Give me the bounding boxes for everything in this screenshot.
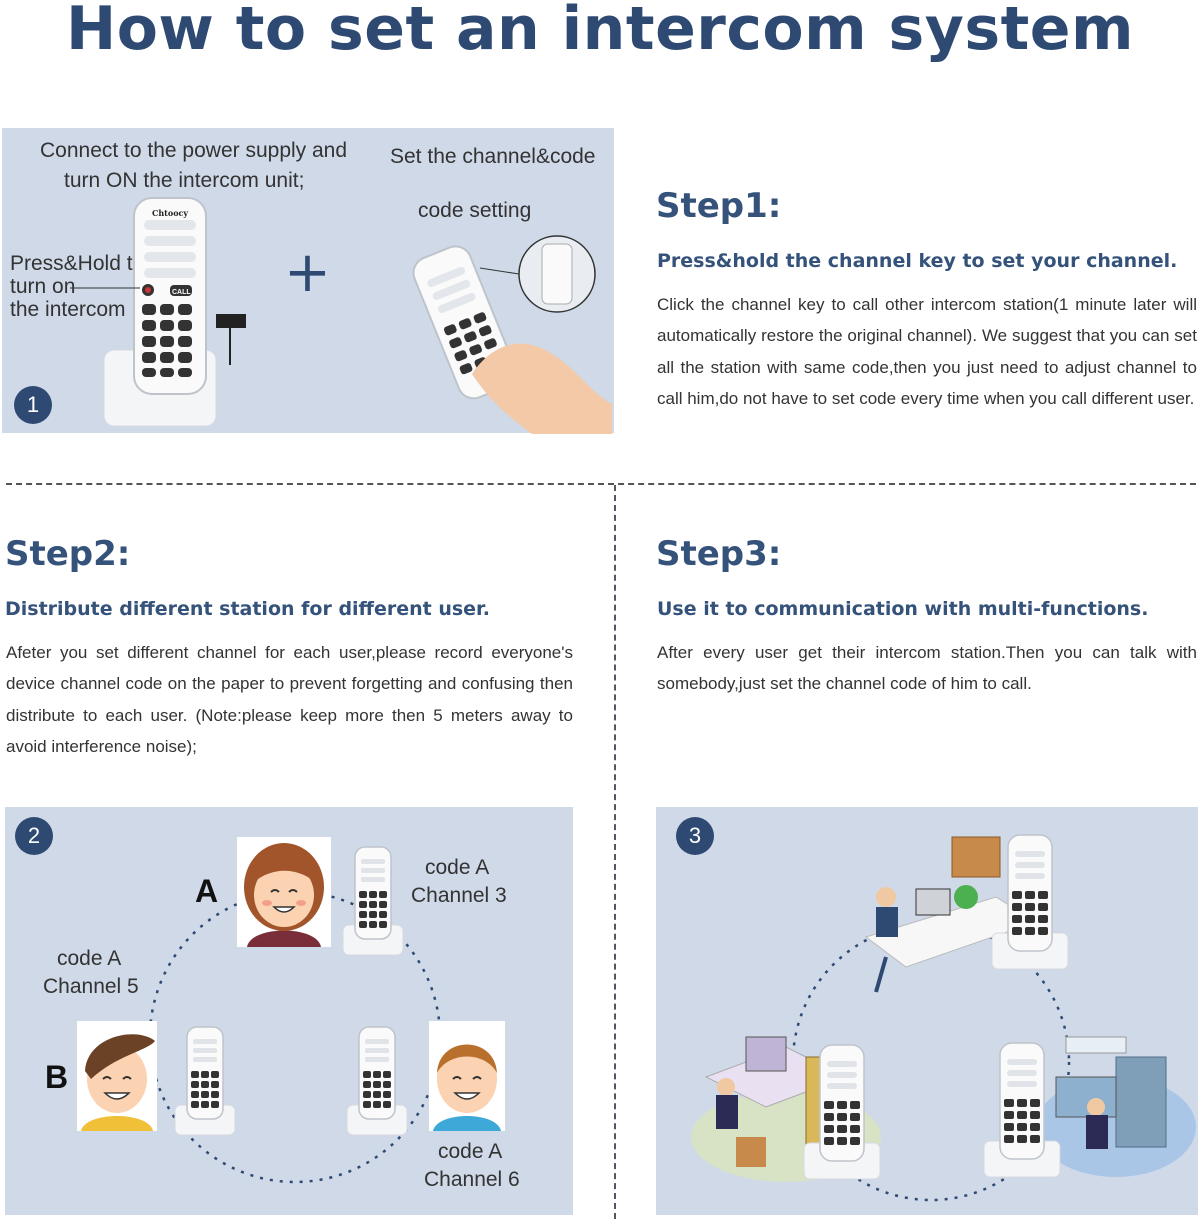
step1-body: Click the channel key to call other inte… <box>657 295 1197 408</box>
call-key-label: CALL <box>172 289 191 296</box>
user-b-code: code A <box>57 947 122 970</box>
user-b-channel: Channel 5 <box>43 975 139 998</box>
page-title: How to set an intercom system <box>66 0 1134 64</box>
user-a-code: code A <box>425 856 490 879</box>
intercom-unit-on-base <box>103 197 246 427</box>
avatar-user-a <box>237 837 331 947</box>
step1-illustration: Connect to the power supply and turn ON … <box>2 128 614 434</box>
brand-label: Chtoocy <box>152 208 189 218</box>
step3-body: After every user get their intercom stat… <box>657 643 1197 694</box>
step-badge-3: 3 <box>676 817 714 855</box>
user-b-letter: B <box>45 1059 69 1095</box>
channel-code-label: Set the channel&code <box>390 145 596 168</box>
intercom-unit-right <box>983 1042 1061 1178</box>
step-badge-2: 2 <box>15 817 53 855</box>
step2-subheading: Distribute different station for differe… <box>5 598 490 620</box>
office-desk-right <box>1036 1036 1196 1177</box>
step-badge-1: 1 <box>14 386 52 424</box>
power-supply-label-line1: Connect to the power supply and <box>40 139 348 162</box>
step2-illustration: A B <box>5 807 573 1215</box>
power-line-left <box>70 287 140 289</box>
office-desk-top <box>864 836 1038 993</box>
intercom-unit-top <box>991 834 1069 970</box>
vertical-divider <box>614 485 616 1219</box>
user-a-letter: A <box>195 873 219 909</box>
intercom-unit-b <box>174 1026 236 1136</box>
step2-heading: Step2: <box>5 534 131 574</box>
user-a-channel: Channel 3 <box>411 884 507 907</box>
intercom-unit-left <box>803 1044 881 1180</box>
hand-holding-intercom <box>412 235 612 434</box>
step1-heading: Step1: <box>656 186 782 226</box>
step3-subheading: Use it to communication with multi-funct… <box>657 598 1149 620</box>
press-hold-label-line3: the intercom <box>10 298 126 321</box>
intercom-unit-a <box>342 846 404 956</box>
user-c-channel: Channel 6 <box>424 1168 520 1191</box>
step1-subheading: Press&hold the channel key to set your c… <box>657 250 1178 272</box>
step3-heading: Step3: <box>656 534 782 574</box>
intercom-unit-c <box>346 1026 408 1136</box>
code-setting-label: code setting <box>418 199 532 222</box>
avatar-user-b <box>77 1021 157 1131</box>
avatar-user-c <box>429 1021 505 1131</box>
press-hold-label-line2: turn on <box>10 275 76 298</box>
plus-sign: + <box>284 240 331 305</box>
power-supply-label-line2: turn ON the intercom unit; <box>64 169 305 192</box>
step3-illustration: 3 <box>656 807 1198 1215</box>
step2-body: Afeter you set different channel for eac… <box>6 643 573 756</box>
horizontal-divider <box>6 483 1196 485</box>
press-hold-label-line1: Press&Hold to <box>10 252 145 275</box>
user-c-code: code A <box>438 1140 503 1163</box>
